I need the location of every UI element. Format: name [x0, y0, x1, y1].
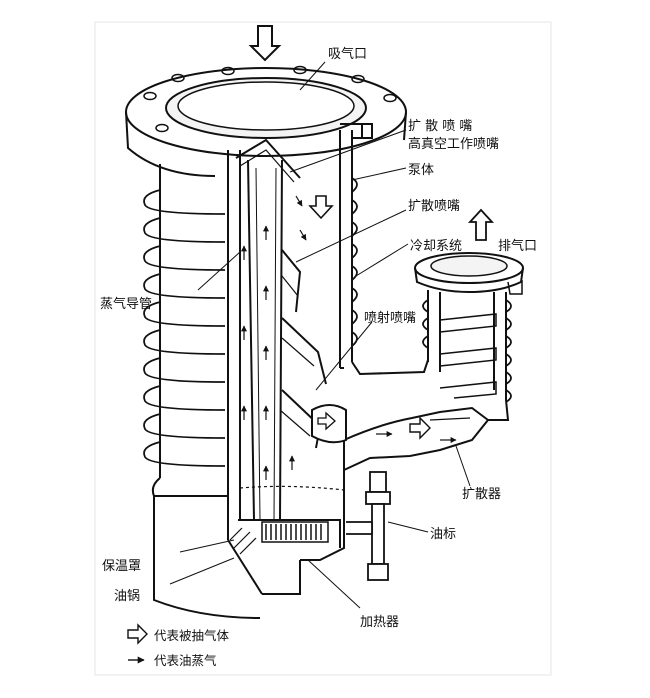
- vapor-flow-arrows: [241, 195, 457, 480]
- label-exhaust: 排气口: [498, 238, 537, 254]
- label-heater: 加热器: [360, 615, 399, 630]
- gas-flow-arrow-3: [317, 411, 336, 431]
- label-oil-pot: 油锅: [114, 588, 140, 604]
- label-diffuser-nozzle-top: 扩 散 喷 嘴: [408, 119, 472, 134]
- label-insulation-cover: 保温罩: [102, 559, 141, 574]
- legend-gas-text: 代表被抽气体: [154, 628, 230, 643]
- pump-body: [125, 65, 490, 619]
- label-inlet: 吸气口: [328, 46, 367, 62]
- label-oil-gauge: 油标: [430, 527, 456, 542]
- legend-gas-icon: [127, 623, 148, 645]
- exhaust-column: [414, 252, 524, 421]
- inlet-flow-arrow: [248, 25, 282, 62]
- label-high-vacuum-nozzle: 高真空工作喷嘴: [408, 136, 499, 152]
- cooling-coil-right: [351, 177, 358, 347]
- label-diffuser: 扩散器: [462, 487, 501, 502]
- oil-gauge: [346, 471, 391, 581]
- label-jet-nozzle: 喷射喷嘴: [364, 310, 416, 326]
- label-diffuser-nozzle: 扩散喷嘴: [408, 199, 460, 214]
- heater: [261, 521, 329, 543]
- exhaust-flow-arrow: [467, 208, 495, 241]
- legend: 代表被抽气体 代表油蒸气: [127, 623, 230, 668]
- label-cooling-system: 冷却系统: [410, 239, 462, 254]
- flange-bolt-holes: [143, 65, 397, 133]
- leader-lines: [169, 61, 471, 609]
- gas-flow-arrow-1: [308, 195, 334, 220]
- page-frame: [94, 21, 552, 676]
- insulation-hatch: [229, 527, 257, 555]
- label-pump-body: 泵体: [408, 163, 434, 178]
- cooling-fins-left: [143, 189, 226, 467]
- label-vapor-duct: 蒸气导管: [100, 296, 152, 312]
- gas-flow-arrow-2: [409, 416, 431, 440]
- labels: 吸气口 扩 散 喷 嘴 高真空工作喷嘴 泵体 扩散喷嘴 冷却系统 排气口 蒸气导…: [100, 46, 537, 630]
- legend-vapor-text: 代表油蒸气: [154, 653, 217, 668]
